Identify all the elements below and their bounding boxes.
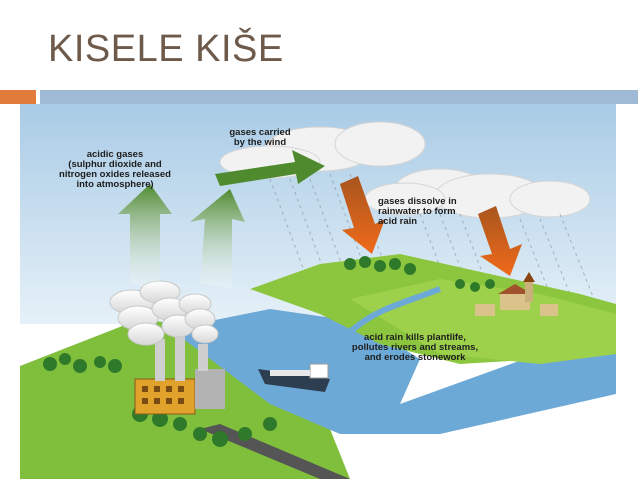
accent-bar-blue — [40, 90, 638, 104]
arrow-up-right — [190, 189, 245, 289]
accent-bar-orange — [0, 90, 36, 104]
acid-rain-diagram: acidic gases (sulphur dioxide and nitrog… — [20, 104, 616, 479]
label-acidic-gases: acidic gases (sulphur dioxide and nitrog… — [59, 149, 171, 190]
river — [299, 286, 442, 347]
label-acid-rain-kills: acid rain kills plantlife, pollutes rive… — [351, 332, 479, 363]
arrow-wind — [215, 150, 325, 186]
ship — [258, 363, 330, 392]
label-gases-dissolve: gases dissolve in rainwater to form acid… — [378, 196, 457, 227]
water — [170, 309, 616, 434]
slide-title: KISELE KIŠE — [48, 28, 284, 70]
label-gases-wind: gases carried by the wind — [229, 127, 291, 148]
factory — [134, 334, 225, 415]
road — [200, 424, 350, 479]
village — [475, 272, 558, 316]
arrow-down-left — [340, 176, 385, 254]
arrow-up-left — [118, 184, 172, 289]
arrow-down-right — [478, 206, 522, 276]
diagram-illustration — [20, 104, 616, 479]
